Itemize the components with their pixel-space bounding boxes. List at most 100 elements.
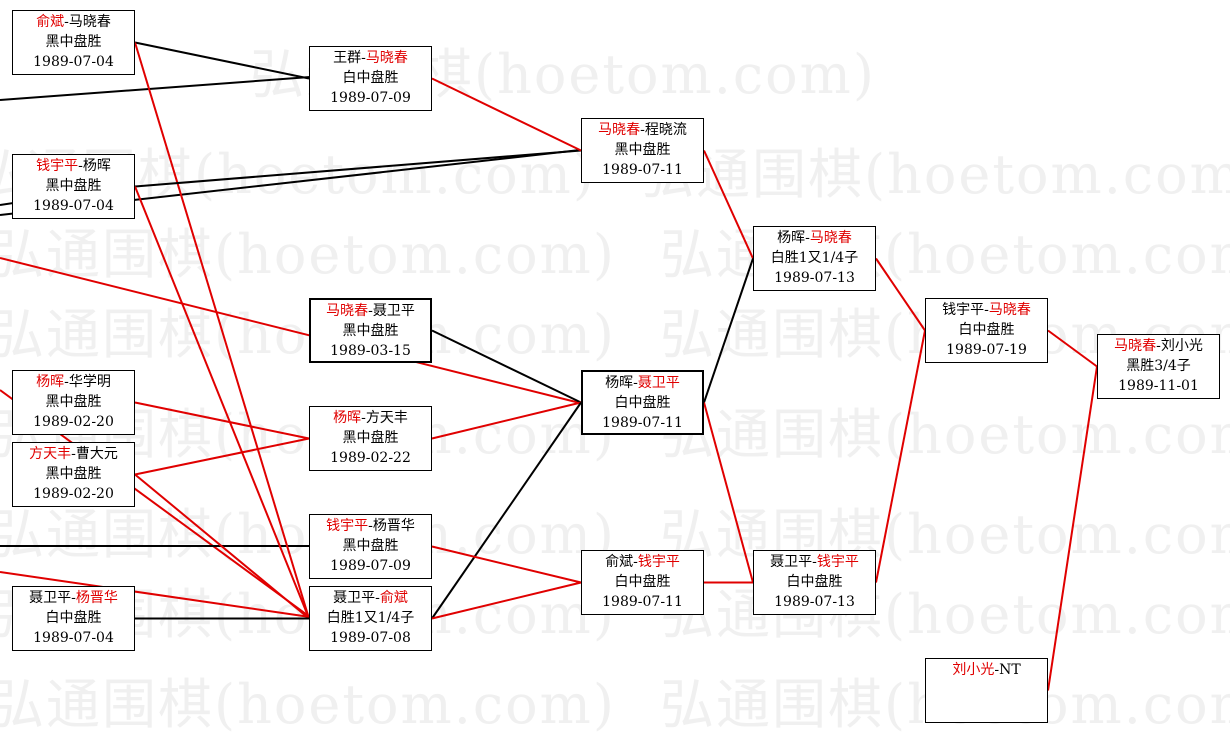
- match-date: 1989-02-20: [33, 486, 114, 502]
- player-a: 杨晖: [333, 410, 362, 426]
- player-a: 俞斌: [605, 554, 634, 570]
- match-date: 1989-07-11: [602, 162, 683, 178]
- match-box[interactable]: 马晓春-程晓流 黑中盘胜 1989-07-11: [581, 118, 704, 183]
- match-result: 白中盘胜: [45, 610, 102, 626]
- player-a: 马晓春: [326, 303, 369, 319]
- bracket-link: [875, 257, 926, 332]
- dash: -: [64, 14, 69, 30]
- player-b: 曹大元: [75, 446, 118, 462]
- bracket-link: [875, 330, 926, 583]
- match-box[interactable]: 杨晖-方天丰 黑中盘胜 1989-02-22: [309, 406, 432, 471]
- bracket-link: [431, 77, 582, 152]
- player-b: 杨晋华: [372, 518, 415, 534]
- match-result: 黑中盘胜: [342, 430, 399, 446]
- match-date: 1989-07-04: [33, 198, 114, 214]
- match-result: 黑中盘胜: [614, 142, 671, 158]
- match-result: 黑中盘胜: [45, 34, 102, 50]
- match-box[interactable]: 聂卫平-钱宇平 白中盘胜 1989-07-13: [753, 550, 876, 615]
- player-a: 聂卫平: [29, 590, 72, 606]
- bracket-link: [431, 401, 582, 620]
- bracket-link: [431, 581, 582, 620]
- player-b: 马晓春: [68, 14, 111, 30]
- bracket-link: [1047, 329, 1098, 368]
- match-result: 白中盘胜: [958, 322, 1015, 338]
- match-result: 黑胜3/4子: [1126, 358, 1191, 374]
- match-date: 1989-07-13: [774, 594, 855, 610]
- player-b: 刘小光: [1160, 338, 1203, 354]
- player-a: 钱宇平: [326, 518, 369, 534]
- player-b: 华学明: [68, 374, 111, 390]
- match-box[interactable]: 俞斌-钱宇平 白中盘胜 1989-07-11: [581, 550, 704, 615]
- player-b: 马晓春: [365, 50, 408, 66]
- bracket-link: [431, 329, 582, 404]
- bracket-link: [134, 186, 310, 619]
- match-result: 黑中盘胜: [45, 394, 102, 410]
- bracket-link: [703, 402, 754, 583]
- match-box[interactable]: 钱宇平-杨晋华 黑中盘胜 1989-07-09: [309, 514, 432, 579]
- bracket-link: [0, 257, 581, 404]
- player-b: 方天丰: [365, 410, 408, 426]
- player-b: 聂卫平: [637, 375, 680, 391]
- player-a: 王群: [333, 50, 362, 66]
- match-date: 1989-07-11: [602, 594, 683, 610]
- player-a: 马晓春: [598, 122, 641, 138]
- player-b: 杨晋华: [75, 590, 118, 606]
- bracket-link: [134, 149, 582, 188]
- bracket-link: [703, 258, 754, 403]
- match-box[interactable]: 聂卫平-杨晋华 白中盘胜 1989-07-04: [12, 586, 135, 651]
- match-result: 白胜1又1/4子: [770, 250, 859, 266]
- player-b: 马晓春: [988, 302, 1031, 318]
- player-b: NT: [999, 662, 1021, 678]
- player-a: 俞斌: [36, 14, 65, 30]
- match-box[interactable]: 俞斌-马晓春 黑中盘胜 1989-07-04: [12, 10, 135, 75]
- player-a: 聂卫平: [333, 590, 376, 606]
- match-date: 1989-07-11: [602, 415, 683, 431]
- match-date: 1989-11-01: [1118, 378, 1199, 394]
- player-a: 杨晖: [777, 230, 806, 246]
- player-a: 钱宇平: [36, 158, 79, 174]
- match-date: 1989-07-04: [33, 630, 114, 646]
- match-date: 1989-07-19: [946, 342, 1027, 358]
- player-a: 杨晖: [605, 375, 634, 391]
- player-a: 钱宇平: [942, 302, 985, 318]
- match-result: 白中盘胜: [614, 395, 671, 411]
- match-box[interactable]: 钱宇平-马晓春 白中盘胜 1989-07-19: [925, 298, 1048, 363]
- player-b: 钱宇平: [637, 554, 680, 570]
- match-box[interactable]: 杨晖-聂卫平 白中盘胜 1989-07-11: [581, 370, 704, 435]
- match-date: 1989-07-13: [774, 270, 855, 286]
- match-result: 白胜1又1/4子: [326, 610, 415, 626]
- match-result: 黑中盘胜: [45, 466, 102, 482]
- match-result: 黑中盘胜: [342, 538, 399, 554]
- match-box[interactable]: 方天丰-曹大元 黑中盘胜 1989-02-20: [12, 442, 135, 507]
- match-result: 白中盘胜: [614, 574, 671, 590]
- match-date: 1989-07-09: [330, 558, 411, 574]
- bracket-link: [431, 545, 582, 584]
- match-box[interactable]: 刘小光-NT: [925, 658, 1048, 723]
- match-box[interactable]: 马晓春-聂卫平 黑中盘胜 1989-03-15: [309, 298, 432, 363]
- match-box[interactable]: 杨晖-华学明 黑中盘胜 1989-02-20: [12, 370, 135, 435]
- match-result: 白中盘胜: [786, 574, 843, 590]
- player-a: 马晓春: [1114, 338, 1157, 354]
- player-b: 钱宇平: [816, 554, 859, 570]
- player-b: 程晓流: [644, 122, 687, 138]
- match-date: 1989-07-09: [330, 90, 411, 106]
- match-box[interactable]: 马晓春-刘小光 黑胜3/4子 1989-11-01: [1097, 334, 1220, 399]
- match-date: 1989-07-08: [330, 630, 411, 646]
- player-a: 方天丰: [29, 446, 72, 462]
- bracket-link: [134, 42, 310, 619]
- match-date: 1989-03-15: [330, 343, 411, 359]
- match-box[interactable]: 钱宇平-杨晖 黑中盘胜 1989-07-04: [12, 154, 135, 219]
- bracket-link: [134, 437, 310, 476]
- match-box[interactable]: 聂卫平-俞斌 白胜1又1/4子 1989-07-08: [309, 586, 432, 651]
- bracket-link: [134, 401, 310, 440]
- match-box[interactable]: 王群-马晓春 白中盘胜 1989-07-09: [309, 46, 432, 111]
- player-b: 俞斌: [379, 590, 408, 606]
- player-b: 马晓春: [809, 230, 852, 246]
- match-box[interactable]: 杨晖-马晓春 白胜1又1/4子 1989-07-13: [753, 226, 876, 291]
- bracket-link: [134, 41, 310, 80]
- player-a: 杨晖: [36, 374, 65, 390]
- bracket-link: [0, 76, 311, 101]
- match-date: 1989-02-20: [33, 414, 114, 430]
- player-b: 聂卫平: [372, 303, 415, 319]
